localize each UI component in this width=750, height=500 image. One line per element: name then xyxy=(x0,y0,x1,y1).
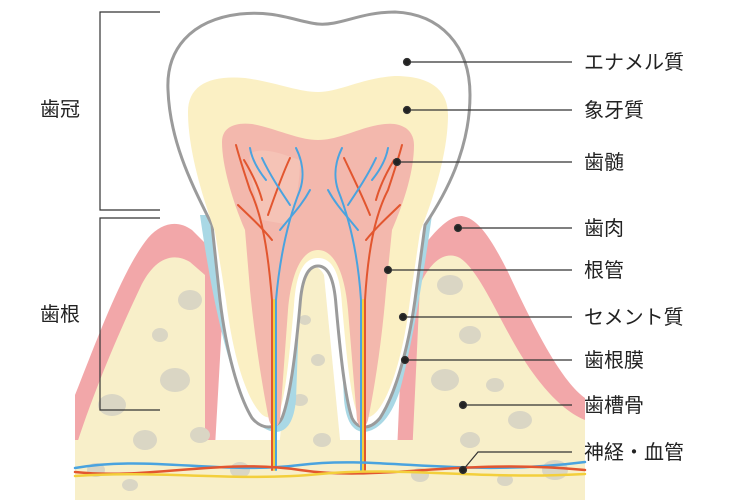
pulp-nerves xyxy=(235,144,403,471)
gum-label: 歯肉 xyxy=(584,216,624,240)
enamel-label: エナメル質 xyxy=(584,50,684,74)
nerves-vessels-label: 神経・血管 xyxy=(584,440,684,464)
root-label: 歯根 xyxy=(40,302,80,326)
root-bracket xyxy=(99,217,160,411)
periodontal-ligament-label: 歯根膜 xyxy=(584,348,644,372)
dentin-label: 象牙質 xyxy=(584,98,644,122)
alveolar-bone-label: 歯槽骨 xyxy=(584,393,644,417)
crown-bracket xyxy=(99,11,160,211)
alveolar-bone xyxy=(75,257,205,500)
cementum-label: セメント質 xyxy=(584,305,684,329)
crown-label: 歯冠 xyxy=(40,97,80,121)
callout-leaders xyxy=(383,57,572,475)
nerves-and-vessels xyxy=(73,460,587,479)
pulp-inner xyxy=(249,150,300,225)
pulp-label: 歯髄 xyxy=(584,150,624,174)
root-canal-label: 根管 xyxy=(584,258,624,282)
